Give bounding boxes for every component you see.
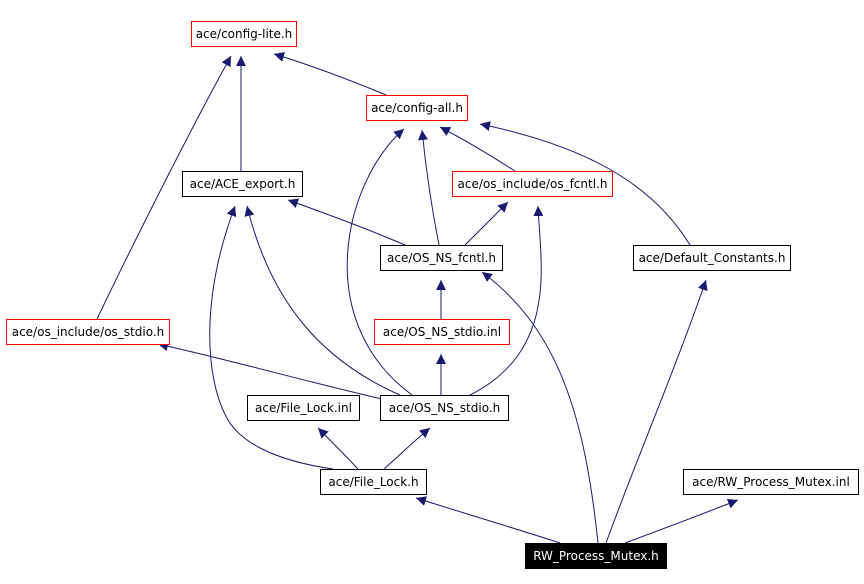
node-label: ace/OS_NS_fcntl.h xyxy=(387,251,496,265)
edge-os_ns_fcntl-to-config_all xyxy=(418,129,440,246)
node-box xyxy=(633,245,791,271)
nodes-layer: ace/config-lite.h ace/config-all.h ace/ACE… xyxy=(6,21,859,569)
node-file_lock_inl[interactable]: ace/File_Lock.inl xyxy=(247,395,360,421)
edge-rw_mutex-to-default_consts xyxy=(605,279,708,544)
edge-rw_mutex-to-file_lock xyxy=(415,496,561,544)
node-label: ace/os_include/os_fcntl.h xyxy=(458,177,608,191)
node-box xyxy=(374,319,510,345)
node-label: ace/os_include/os_stdio.h xyxy=(12,325,165,339)
node-label: ace/config-lite.h xyxy=(196,27,293,41)
edge-rw_mutex-to-os_ns_fcntl xyxy=(481,271,599,544)
node-default_consts[interactable]: ace/Default_Constants.h xyxy=(633,245,791,271)
node-box xyxy=(320,469,427,495)
node-config_all[interactable]: ace/config-all.h xyxy=(366,95,468,121)
node-os_ns_fcntl[interactable]: ace/OS_NS_fcntl.h xyxy=(380,245,503,271)
edges-layer xyxy=(96,52,739,544)
node-label: ace/File_Lock.inl xyxy=(255,401,352,415)
edge-os_ns_stdio-to-os_fcntl_inc xyxy=(469,205,544,396)
node-os_stdio_inc[interactable]: ace/os_include/os_stdio.h xyxy=(6,319,170,345)
node-file_lock[interactable]: ace/File_Lock.h xyxy=(320,469,427,495)
node-ace_export[interactable]: ace/ACE_export.h xyxy=(182,171,303,197)
node-label: ace/config-all.h xyxy=(371,101,463,115)
node-box xyxy=(452,171,613,197)
node-box xyxy=(182,171,303,197)
node-box xyxy=(191,21,297,47)
edge-file_lock-to-ace_export xyxy=(209,205,334,470)
node-box xyxy=(380,245,503,271)
edge-file_lock-to-os_ns_stdio xyxy=(383,427,431,470)
edge-os_fcntl_inc-to-config_all xyxy=(439,126,516,172)
edge-default_consts-to-config_all xyxy=(479,121,691,246)
node-box xyxy=(683,469,859,495)
edge-os_ns_fcntl-to-os_fcntl_inc xyxy=(464,201,509,246)
node-rw_mutex[interactable]: RW_Process_Mutex.h xyxy=(525,543,667,569)
node-label: ace/RW_Process_Mutex.inl xyxy=(692,475,850,489)
node-os_ns_stdio[interactable]: ace/OS_NS_stdio.h xyxy=(380,395,509,421)
node-label: ace/ACE_export.h xyxy=(190,177,296,191)
node-label: ace/OS_NS_stdio.inl xyxy=(383,325,501,339)
node-box xyxy=(247,395,360,421)
edge-os_stdio_inc-to-config_lite xyxy=(96,55,232,320)
node-config_lite[interactable]: ace/config-lite.h xyxy=(191,21,297,47)
edge-os_ns_stdio-to-config_all xyxy=(346,128,413,396)
node-label: ace/OS_NS_stdio.h xyxy=(389,401,501,415)
edge-os_ns_stdio-to-os_stdio_inc xyxy=(157,341,387,401)
edge-rw_mutex-to-rw_mutex_inl xyxy=(624,499,739,544)
node-box xyxy=(6,319,170,345)
node-os_fcntl_inc[interactable]: ace/os_include/os_fcntl.h xyxy=(452,171,613,197)
node-rw_mutex_inl[interactable]: ace/RW_Process_Mutex.inl xyxy=(683,469,859,495)
edge-os_ns_fcntl-to-ace_export xyxy=(287,198,406,246)
edge-config_all-to-config_lite xyxy=(273,52,387,96)
node-os_ns_stdio_inl[interactable]: ace/OS_NS_stdio.inl xyxy=(374,319,510,345)
node-box xyxy=(525,543,667,569)
node-box xyxy=(380,395,509,421)
edge-os_ns_stdio-to-ace_export xyxy=(244,205,401,396)
node-label: ace/Default_Constants.h xyxy=(639,251,786,265)
node-box xyxy=(366,95,468,121)
node-label: RW_Process_Mutex.h xyxy=(533,549,659,563)
edge-file_lock-to-file_lock_inl xyxy=(317,427,359,470)
node-label: ace/File_Lock.h xyxy=(328,475,418,489)
